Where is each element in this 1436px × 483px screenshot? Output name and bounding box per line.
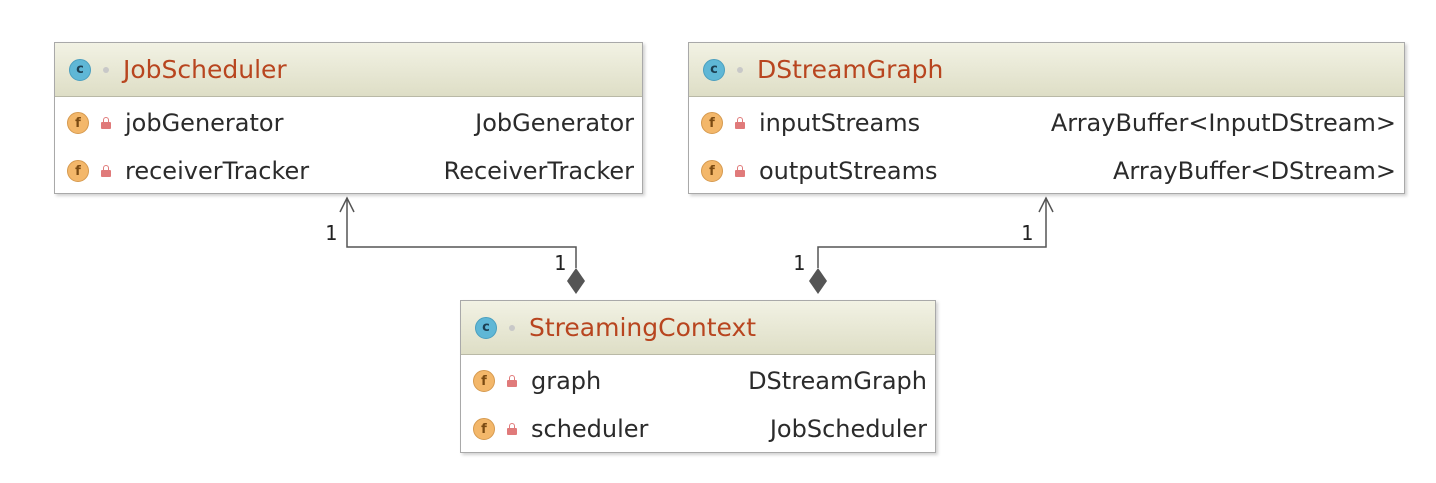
class-header: c JobScheduler (55, 43, 642, 97)
visibility-dot-icon (509, 324, 515, 331)
lock-icon (101, 165, 111, 177)
field-row[interactable]: f outputStreams ArrayBuffer<DStream> (689, 147, 1404, 195)
lock-icon (735, 165, 745, 177)
class-icon: c (475, 316, 497, 339)
field-icon: f (701, 112, 723, 134)
arrowhead-jobscheduler (339, 196, 355, 213)
field-type: DStreamGraph (748, 367, 927, 395)
relation-line-dstreamgraph (817, 198, 1047, 268)
field-name: receiverTracker (125, 157, 310, 185)
class-header: c DStreamGraph (689, 43, 1404, 97)
field-type: JobScheduler (769, 415, 927, 443)
multiplicity-source-jobscheduler: 1 (554, 251, 566, 275)
field-type: ReceiverTracker (443, 157, 634, 185)
field-row[interactable]: f scheduler JobScheduler (461, 405, 935, 453)
field-row[interactable]: f jobGenerator JobGenerator (55, 99, 642, 147)
field-name: inputStreams (759, 109, 921, 137)
class-jobscheduler[interactable]: c JobScheduler f jobGenerator JobGenerat… (54, 42, 643, 194)
multiplicity-source-dstreamgraph: 1 (793, 251, 805, 275)
field-icon: f (473, 370, 495, 392)
field-name: outputStreams (759, 157, 938, 185)
field-row[interactable]: f inputStreams ArrayBuffer<InputDStream> (689, 99, 1404, 147)
arrowhead-dstreamgraph (1038, 196, 1054, 213)
field-name: jobGenerator (125, 109, 284, 137)
field-icon: f (473, 418, 495, 440)
lock-icon (735, 117, 745, 129)
field-icon: f (67, 160, 89, 182)
field-row[interactable]: f graph DStreamGraph (461, 357, 935, 405)
class-streamingcontext[interactable]: c StreamingContext f graph DStreamGraph … (460, 300, 936, 453)
multiplicity-target-dstreamgraph: 1 (1021, 221, 1033, 245)
field-name: graph (531, 367, 602, 395)
class-header: c StreamingContext (461, 301, 935, 355)
relation-line-jobscheduler (346, 198, 577, 268)
lock-icon (507, 423, 517, 435)
class-name: DStreamGraph (757, 55, 944, 84)
class-icon: c (703, 58, 725, 81)
class-icon: c (69, 58, 91, 81)
lock-icon (507, 375, 517, 387)
composition-diamond-jobscheduler (567, 268, 585, 294)
lock-icon (101, 117, 111, 129)
visibility-dot-icon (103, 66, 109, 73)
field-type: ArrayBuffer<DStream> (1112, 157, 1396, 185)
field-type: ArrayBuffer<InputDStream> (1050, 109, 1396, 137)
multiplicity-target-jobscheduler: 1 (325, 221, 337, 245)
class-name: JobScheduler (123, 55, 287, 84)
composition-diamond-dstreamgraph (809, 268, 827, 294)
field-name: scheduler (531, 415, 649, 443)
class-name: StreamingContext (529, 313, 757, 342)
field-icon: f (701, 160, 723, 182)
class-dstreamgraph[interactable]: c DStreamGraph f inputStreams ArrayBuffe… (688, 42, 1405, 194)
field-icon: f (67, 112, 89, 134)
visibility-dot-icon (737, 66, 743, 73)
field-type: JobGenerator (475, 109, 634, 137)
field-row[interactable]: f receiverTracker ReceiverTracker (55, 147, 642, 195)
